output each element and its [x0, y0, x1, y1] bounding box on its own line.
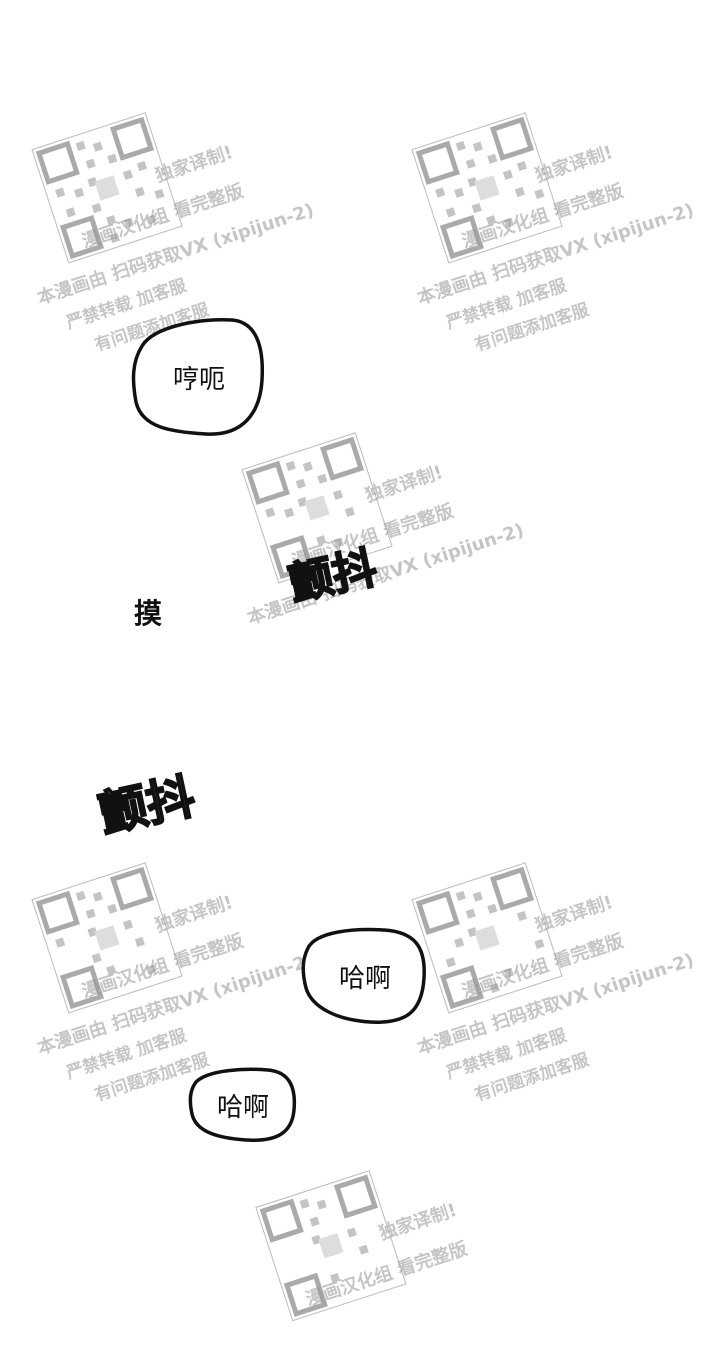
watermark-text: 漫画汉化组 看完整版	[79, 930, 246, 1003]
watermark-text: 独家译制!	[362, 461, 446, 507]
watermark-text: 有问题添加客服	[472, 1049, 592, 1106]
bubble-outline	[131, 317, 265, 436]
speech-bubble: 哈啊	[301, 926, 428, 1026]
bubble-text: 哼呃	[172, 364, 225, 395]
watermark-text: 本漫画由 扫码获取VX (xipijun-2)	[414, 199, 697, 310]
bubble-text: 哈啊	[338, 963, 391, 994]
watermark-block: 独家译制! 漫画汉化组 看完整版	[214, 1117, 546, 1352]
watermark-text: 漫画汉化组 看完整版	[459, 180, 626, 253]
watermark-text: 独家译制!	[152, 891, 236, 937]
speech-bubble: 哈啊	[188, 1066, 298, 1144]
watermark-text: 严禁转载 加客服	[443, 275, 569, 334]
qr-code-icon	[31, 112, 183, 264]
qr-code-icon	[411, 862, 563, 1014]
speech-bubble: 哼呃	[131, 316, 266, 438]
watermark-text: 漫画汉化组 看完整版	[79, 180, 246, 253]
sfx-tremble: 颤抖	[284, 541, 383, 611]
watermark-text: 独家译制!	[532, 891, 616, 937]
comic-page: 独家译制! 漫画汉化组 看完整版 本漫画由 扫码获取VX (xipijun-2)…	[31, 60, 720, 1322]
watermark-block: 独家译制! 漫画汉化组 看完整版 本漫画由 扫码获取VX (xipijun-2)…	[370, 60, 720, 381]
qr-code-icon	[255, 1170, 407, 1322]
watermark-text: 本漫画由 扫码获取VX (xipijun-2)	[34, 949, 317, 1060]
watermark-text: 独家译制!	[376, 1199, 460, 1245]
watermark-text: 本漫画由 扫码获取VX (xipijun-2)	[34, 199, 317, 310]
qr-code-icon	[31, 862, 183, 1014]
watermark-text: 严禁转载 加客服	[63, 1025, 189, 1084]
bubble-outline	[301, 927, 426, 1024]
watermark-text: 漫画汉化组 看完整版	[459, 930, 626, 1003]
bubble-text: 哈啊	[216, 1092, 269, 1123]
watermark-text: 漫画汉化组 看完整版	[303, 1238, 470, 1311]
bubble-outline	[188, 1067, 297, 1142]
sfx-tremble: 颤抖	[93, 768, 201, 845]
watermark-text: 独家译制!	[532, 141, 616, 187]
watermark-text: 本漫画由 扫码获取VX (xipijun-2)	[244, 519, 527, 630]
watermark-text: 严禁转载 加客服	[443, 1025, 569, 1084]
watermark-text: 独家译制!	[152, 141, 236, 187]
watermark-text: 本漫画由 扫码获取VX (xipijun-2)	[414, 949, 697, 1060]
sfx-touch: 摸	[134, 597, 163, 630]
qr-code-icon	[411, 112, 563, 264]
watermark-text: 有问题添加客服	[472, 299, 592, 356]
